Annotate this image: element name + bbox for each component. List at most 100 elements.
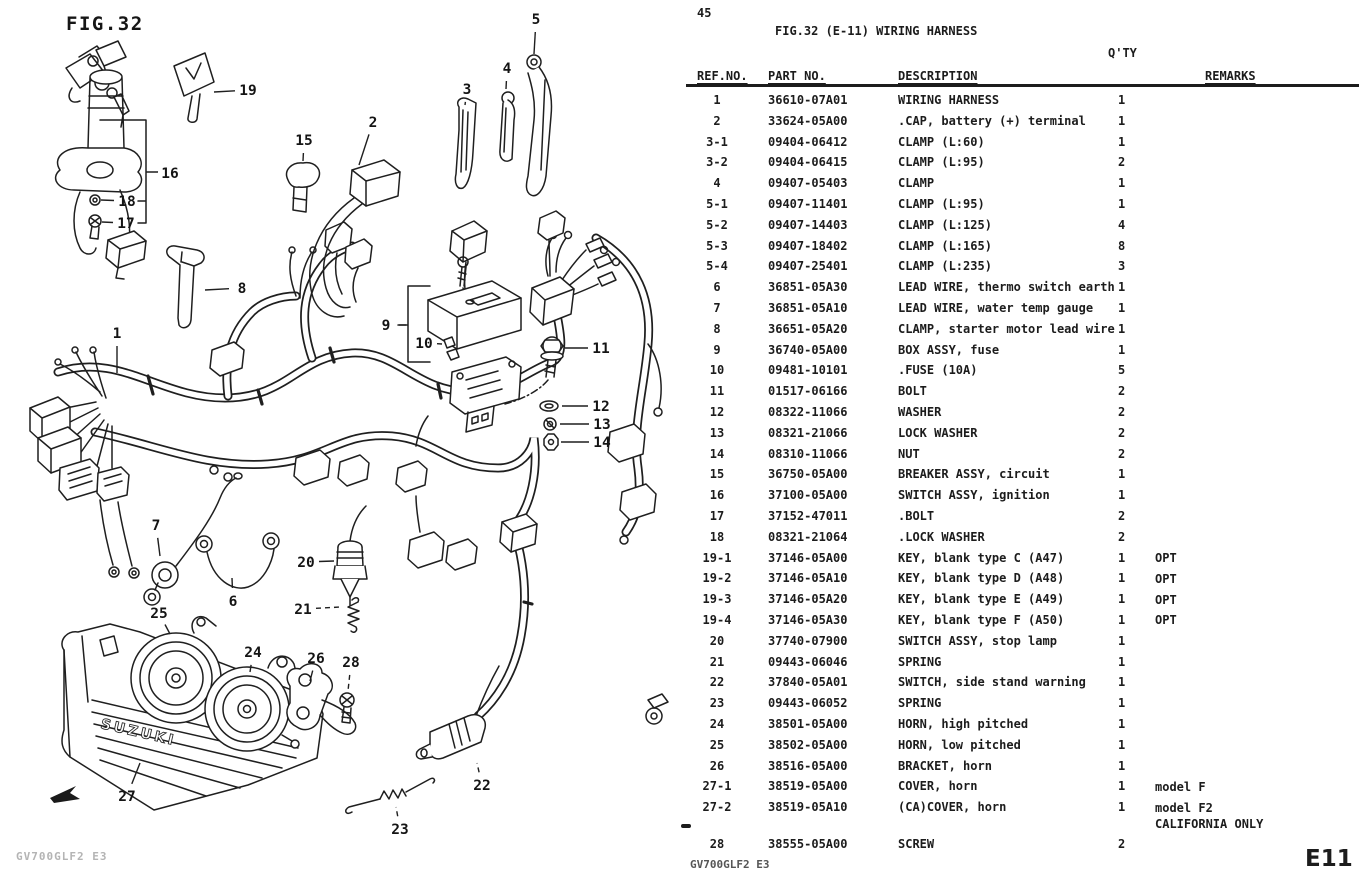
callout-3: 3 — [463, 82, 472, 98]
cell-qty: 2 — [1118, 404, 1126, 419]
cell-description: .BOLT — [898, 508, 935, 523]
cell-qty: 8 — [1118, 238, 1126, 253]
cell-ref-no: 14 — [709, 446, 725, 461]
callout-leader-20 — [318, 560, 335, 563]
cell-part-no: 37146-05A20 — [768, 592, 848, 607]
cell-description: KEY, blank type E (A49) — [898, 592, 1065, 607]
callout-5: 5 — [532, 12, 541, 28]
callout-20: 20 — [297, 555, 314, 571]
cell-description: BREAKER ASSY, circuit — [898, 467, 1050, 482]
page-code: E11 — [1305, 846, 1353, 872]
cell-description: CLAMP (L:165) — [898, 238, 992, 253]
clamps-drawing — [454, 54, 553, 197]
hardware-stack-drawing — [504, 336, 564, 451]
cell-qty: 1 — [1118, 113, 1126, 128]
cell-description: LEAD WIRE, thermo switch earth — [898, 280, 1115, 295]
callout-16: 16 — [161, 166, 178, 182]
cell-ref-no: 2 — [713, 113, 721, 128]
cell-part-no: 37840-05A01 — [768, 675, 848, 690]
cell-ref-no: 23 — [709, 696, 725, 711]
callout-22: 22 — [473, 778, 490, 794]
cell-part-no: 36750-05A00 — [768, 467, 848, 482]
cell-part-no: 38519-05A10 — [768, 800, 848, 815]
cell-ref-no: 8 — [713, 321, 721, 336]
cell-ref-no: 20 — [709, 633, 725, 648]
cell-description: LOCK WASHER — [898, 425, 978, 440]
cell-qty: 1 — [1118, 758, 1126, 773]
cell-part-no: 09407-14403 — [768, 217, 848, 232]
cell-remarks: OPT — [1155, 592, 1177, 607]
cell-description: NUT — [898, 446, 920, 461]
cell-part-no: 08310-11066 — [768, 446, 848, 461]
cell-ref-no: 3-1 — [706, 134, 728, 149]
cell-ref-no: 19-1 — [702, 550, 732, 565]
cell-qty: 2 — [1118, 508, 1126, 523]
cell-description: SPRING — [898, 696, 942, 711]
parts-diagram: FIG.32 — [29, 12, 669, 838]
cell-part-no: 36610-07A01 — [768, 93, 848, 107]
stop-lamp-switch-drawing — [332, 505, 368, 633]
cell-qty: 1 — [1118, 550, 1126, 565]
callout-leader-18 — [100, 199, 115, 202]
cell-ref-no: 21 — [709, 654, 725, 669]
cell-ref-no: 22 — [709, 675, 725, 690]
cell-description: CLAMP (L:235) — [898, 259, 992, 274]
cell-ref-no: 13 — [709, 425, 725, 440]
cell-part-no: 36851-05A10 — [768, 300, 848, 315]
cell-ref-no: 16 — [709, 488, 725, 503]
cell-part-no: 09407-18402 — [768, 238, 848, 253]
cell-part-no: 38555-05A00 — [768, 836, 848, 851]
cell-qty: 1 — [1118, 467, 1126, 482]
cell-description: SWITCH ASSY, stop lamp — [898, 633, 1057, 648]
cell-part-no: 09443-06052 — [768, 696, 848, 711]
parts-table-panel: 45 FIG.32 (E-11) WIRING HARNESS Q'TY REF… — [680, 0, 1359, 890]
page-number: 45 — [697, 6, 712, 20]
callout-11: 11 — [592, 341, 610, 357]
cell-ref-no: 17 — [709, 508, 725, 523]
cell-part-no: 38501-05A00 — [768, 716, 848, 731]
callout-leader-22 — [476, 762, 480, 773]
cell-ref-no: 28 — [709, 836, 725, 851]
cell-ref-no: 4 — [713, 176, 721, 191]
cell-part-no: 01517-06166 — [768, 384, 848, 399]
diagram-footer-code: GV700GLF2 E3 — [16, 850, 108, 863]
cell-qty: 2 — [1118, 425, 1126, 440]
cell-description: CLAMP (L:125) — [898, 217, 992, 232]
qty-column-label: Q'TY — [1108, 46, 1137, 60]
callout-27: 27 — [118, 789, 135, 805]
callout-leader-25 — [164, 624, 171, 635]
callout-7: 7 — [152, 518, 161, 534]
callout-leader-19 — [213, 90, 236, 93]
cell-qty: 1 — [1118, 93, 1126, 107]
side-stand-switch-drawing — [344, 665, 669, 815]
cell-description: HORN, low pitched — [898, 737, 1021, 752]
callout-leader-2 — [358, 134, 370, 166]
cell-part-no: 37146-05A00 — [768, 550, 848, 565]
cell-description: BOX ASSY, fuse — [898, 342, 1000, 357]
cell-ref-no: 5-3 — [706, 238, 728, 253]
cell-qty: 2 — [1118, 836, 1126, 851]
cell-part-no: 38502-05A00 — [768, 737, 848, 752]
callout-23: 23 — [391, 822, 408, 838]
callout-10: 10 — [415, 336, 432, 352]
cell-part-no: 09407-25401 — [768, 259, 848, 274]
header-remarks: REMARKS — [1205, 69, 1256, 83]
cell-description: COVER, horn — [898, 779, 978, 794]
callout-8: 8 — [238, 281, 247, 297]
cell-qty: 1 — [1118, 571, 1126, 586]
cell-part-no: 38516-05A00 — [768, 758, 848, 773]
cell-qty: 2 — [1118, 155, 1126, 170]
cell-qty: 1 — [1118, 300, 1126, 315]
cell-ref-no: 10 — [709, 363, 725, 378]
callout-4: 4 — [503, 61, 512, 77]
cell-part-no: 09404-06415 — [768, 155, 848, 170]
